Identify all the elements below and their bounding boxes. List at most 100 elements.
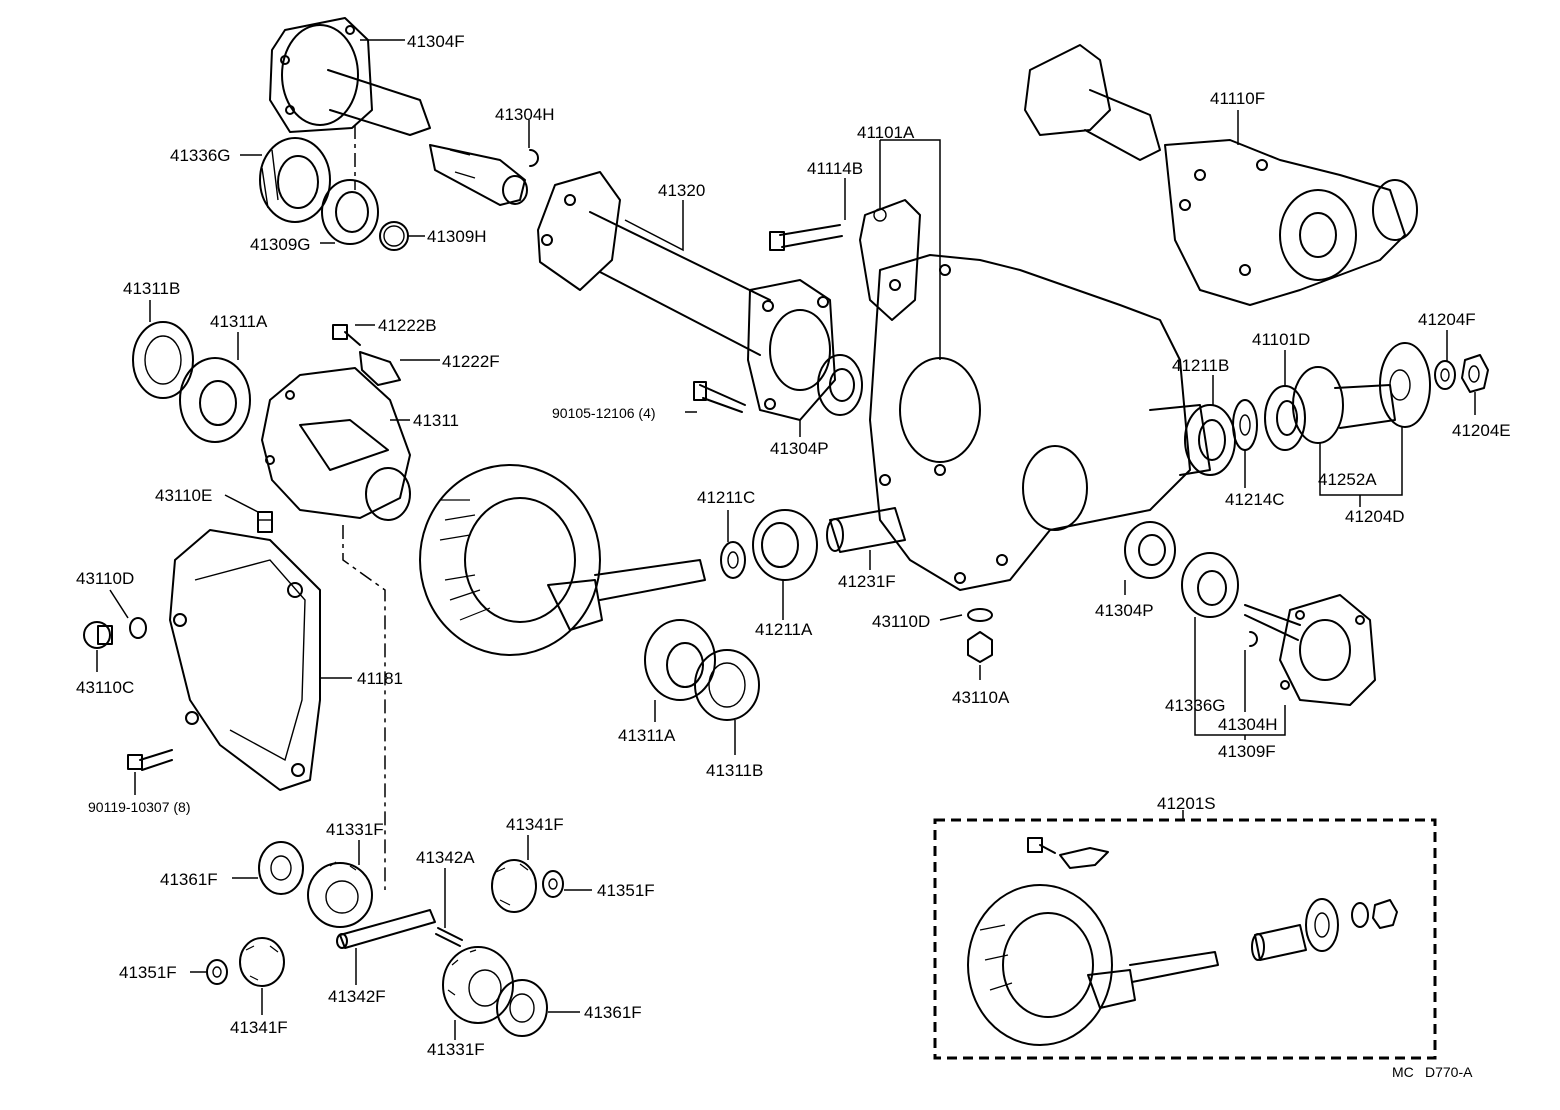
kit-box-41201S	[933, 818, 1437, 1060]
label-41341F-top: 41341F	[506, 815, 564, 834]
kit-spacer-bearing-nut	[1251, 898, 1398, 961]
label-code-mc: MC	[1392, 1064, 1414, 1080]
bolt-41114B	[769, 224, 843, 251]
label-41211B: 41211B	[1172, 356, 1229, 375]
label-43110C: 43110C	[76, 678, 134, 697]
washer-41311B-mid	[694, 649, 760, 721]
axle-shaft-flange-right	[1244, 594, 1376, 706]
label-41309G: 41309G	[250, 235, 311, 254]
label-90119: 90119-10307 (8)	[88, 799, 190, 815]
label-41110F: 41110F	[1210, 89, 1265, 108]
label-43110D-mid: 43110D	[872, 612, 930, 631]
label-41331F-top: 41331F	[326, 820, 384, 839]
label-43110E: 43110E	[155, 486, 212, 505]
label-41336G-top: 41336G	[170, 146, 231, 165]
label-41304H-right: 41304H	[1218, 715, 1278, 734]
label-41320: 41320	[658, 181, 705, 200]
label-41204F: 41204F	[1418, 310, 1476, 329]
label-41252A: 41252A	[1318, 470, 1377, 489]
differential-case-41311	[261, 367, 411, 521]
oil-seal-41336G-top	[259, 137, 331, 223]
bearing-41311A-left	[179, 357, 251, 443]
label-41309H: 41309H	[427, 227, 487, 246]
label-41336G-right: 41336G	[1165, 696, 1226, 715]
label-41101D: 41101D	[1252, 330, 1310, 349]
washer-41351F-left	[206, 959, 228, 985]
oil-seal-41336G-right	[1181, 552, 1239, 618]
washer-41351F-right	[542, 870, 564, 898]
label-41222F: 41222F	[442, 352, 500, 371]
carrier-housing	[869, 254, 1211, 591]
label-41311B-left: 41311B	[123, 279, 180, 298]
label-90105: 90105-12106 (4)	[552, 405, 656, 421]
label-41211C: 41211C	[697, 488, 755, 507]
label-41309F: 41309F	[1218, 742, 1276, 761]
label-41114B: 41114B	[807, 159, 863, 178]
label-41304P-right: 41304P	[1095, 601, 1154, 620]
bolt-90105	[693, 381, 746, 413]
bolt-41222B	[332, 324, 361, 346]
side-gear-41331F-top	[307, 861, 373, 928]
label-41361F-left: 41361F	[160, 870, 218, 889]
label-41351F-left: 41351F	[119, 963, 177, 982]
label-43110D-left: 43110D	[76, 569, 134, 588]
breather-43110E	[257, 511, 273, 533]
bearing-41309G	[321, 179, 379, 245]
bearing-41311A-mid	[644, 619, 716, 701]
label-41204E: 41204E	[1452, 421, 1511, 440]
kit-ring-gear-pinion	[967, 884, 1219, 1046]
label-41211A: 41211A	[755, 620, 813, 639]
drain-plug-43110C	[83, 621, 113, 649]
side-gear-41331F-bottom	[442, 946, 514, 1024]
lock-plate-41222F	[359, 351, 401, 386]
snap-ring-41304H-right	[1249, 631, 1258, 647]
pin-41342A	[435, 927, 463, 947]
bolt-90119	[127, 749, 173, 771]
washer-41361F-right	[496, 979, 548, 1037]
label-41231F: 41231F	[838, 572, 896, 591]
label-41101A: 41101A	[857, 123, 915, 142]
label-41311B-mid: 41311B	[706, 761, 763, 780]
label-41214C: 41214C	[1225, 490, 1285, 509]
pinion-shaft-41342F	[336, 909, 436, 949]
filler-plug-43110A	[967, 631, 993, 663]
washer-41361F-left	[258, 841, 304, 895]
label-41331F-bottom: 41331F	[427, 1040, 485, 1059]
snap-ring-41304H-top	[529, 149, 539, 167]
axle-tube-41320	[537, 171, 836, 421]
label-41204D: 41204D	[1345, 507, 1405, 526]
spacer-41214C	[1232, 399, 1258, 451]
label-41351F-right: 41351F	[597, 881, 655, 900]
oil-seal-41304P-left	[817, 354, 863, 416]
leader-lines	[96, 39, 1476, 1040]
label-41341F-bottom: 41341F	[230, 1018, 288, 1037]
oil-seal-41304P-right	[1124, 521, 1176, 579]
label-41342F: 41342F	[328, 987, 386, 1006]
label-41342A: 41342A	[416, 848, 475, 867]
part-labels: 41304F 41304H 41336G 41309G 41309H 41320…	[76, 32, 1511, 1080]
label-41304P-left: 41304P	[770, 439, 829, 458]
pinion-gear-41341F-bottom	[239, 937, 285, 987]
differential-assembly-41110F	[1024, 44, 1418, 306]
label-41201S: 41201S	[1157, 794, 1216, 813]
gasket-43110D-mid	[967, 608, 993, 622]
label-41222B: 41222B	[378, 316, 437, 335]
label-41304F-top: 41304F	[407, 32, 465, 51]
label-41311A-left: 41311A	[210, 312, 268, 331]
washer-41311B-left	[132, 321, 194, 399]
differential-cover-41181	[169, 529, 321, 791]
kit-bolts	[1027, 837, 1109, 869]
companion-flange-41252A	[1292, 342, 1431, 444]
label-41311A-mid: 41311A	[618, 726, 676, 745]
label-41304H-top: 41304H	[495, 105, 555, 124]
collapsible-spacer-41231F	[826, 507, 906, 553]
label-41181: 41181	[357, 669, 403, 688]
ring-gear-and-pinion	[419, 464, 706, 656]
label-code-ref: D770-A	[1425, 1064, 1473, 1080]
axle-shaft-flange-top	[269, 17, 528, 206]
spacer-41211C	[720, 541, 746, 579]
snap-ring-41309H	[379, 221, 409, 251]
label-41361F-right: 41361F	[584, 1003, 642, 1022]
gasket-43110D-left	[129, 617, 147, 639]
pinion-gear-41341F-top	[491, 859, 537, 913]
